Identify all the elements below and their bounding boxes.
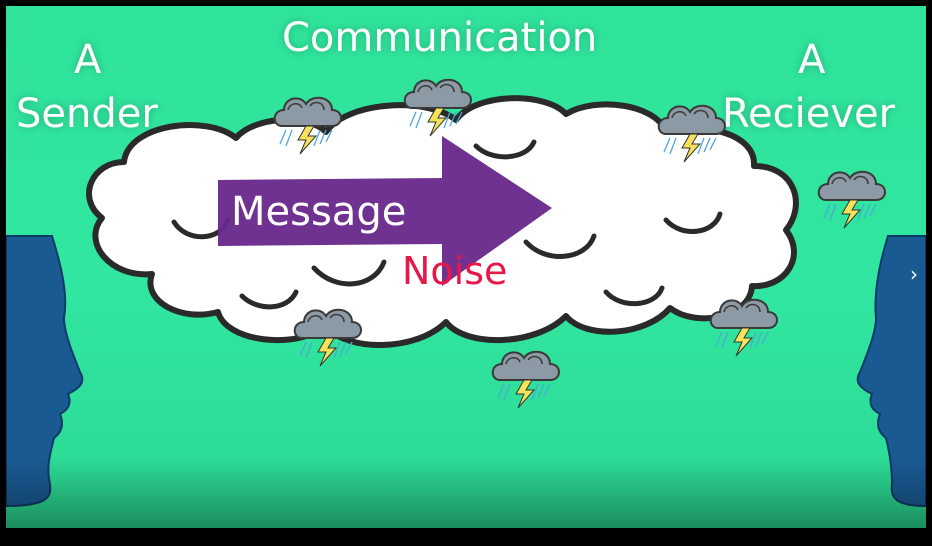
- slide-title: Communication: [282, 15, 598, 61]
- illustration: Message Noise: [6, 78, 926, 508]
- storm-cloud-icon: [817, 170, 886, 229]
- storm-cloud-icon: [491, 350, 560, 409]
- receiver-label-article: A: [798, 37, 826, 83]
- storm-cloud-icon: [293, 308, 362, 367]
- sender-label-article: A: [74, 37, 102, 83]
- noise-label: Noise: [402, 249, 507, 293]
- receiver-head: [856, 235, 926, 508]
- message-arrow: [218, 136, 552, 286]
- message-label: Message: [231, 189, 406, 235]
- storm-cloud-icon: [709, 298, 778, 357]
- sender-label: Sender: [16, 91, 158, 137]
- receiver-label: Reciever: [722, 91, 896, 137]
- letterbox-bar: [0, 528, 932, 546]
- sender-head: [6, 235, 84, 508]
- slide: Message Noise Communication A Sender A R…: [6, 6, 926, 528]
- chevron-right-icon[interactable]: ›: [910, 262, 918, 286]
